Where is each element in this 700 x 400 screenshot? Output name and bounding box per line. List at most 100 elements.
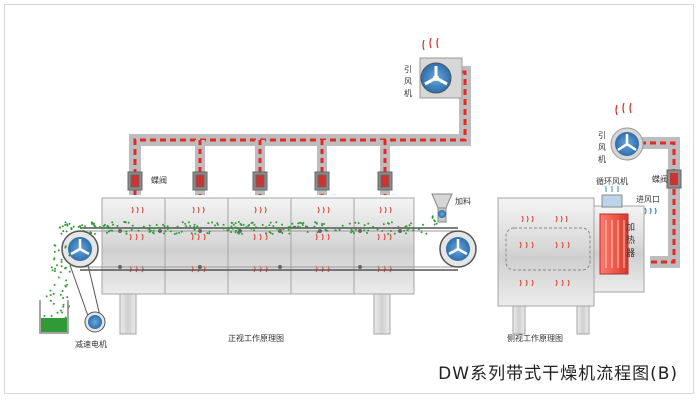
particle — [281, 223, 284, 226]
particle — [238, 227, 241, 230]
particle — [153, 227, 156, 230]
particle — [363, 229, 366, 232]
particle — [175, 232, 178, 235]
particle — [297, 222, 300, 225]
particle — [206, 232, 209, 235]
particle — [351, 230, 354, 233]
falling-particle — [56, 264, 58, 267]
particle — [227, 229, 230, 231]
particle — [78, 225, 81, 228]
particle — [272, 225, 275, 227]
particle — [324, 229, 327, 232]
particle — [355, 228, 357, 231]
particle — [253, 229, 256, 232]
particle — [301, 224, 304, 226]
dryer-body — [101, 197, 415, 335]
falling-particle — [56, 311, 59, 314]
particle — [321, 222, 324, 225]
particle — [276, 227, 278, 230]
particle — [294, 225, 297, 228]
particle — [404, 232, 407, 235]
particle — [155, 223, 158, 226]
particle — [326, 229, 329, 232]
particle — [89, 231, 92, 234]
particle — [231, 227, 234, 230]
particle — [137, 227, 139, 230]
particle — [193, 228, 196, 231]
particle — [389, 230, 392, 232]
falling-particle — [53, 244, 56, 247]
particle — [198, 229, 201, 232]
particle — [102, 224, 105, 227]
falling-particle — [60, 265, 63, 268]
particle — [162, 223, 164, 226]
particle — [152, 232, 155, 235]
particle — [313, 225, 316, 228]
falling-particle — [68, 270, 71, 273]
particle — [81, 224, 84, 227]
particle — [185, 225, 188, 228]
particle — [105, 231, 108, 234]
particle — [238, 231, 241, 234]
particle — [282, 228, 285, 231]
particle — [207, 222, 210, 225]
particle — [372, 225, 374, 228]
front-fan-label: 引风机 — [404, 65, 412, 98]
falling-particle — [59, 293, 62, 296]
heat-waves-front — [129, 206, 392, 273]
side-body — [497, 197, 645, 335]
particle — [137, 229, 140, 232]
particle — [306, 231, 309, 233]
particle — [237, 221, 240, 223]
particle — [166, 225, 169, 228]
falling-particle — [45, 295, 48, 298]
particle — [93, 232, 96, 235]
falling-particle — [65, 279, 68, 282]
falling-particle — [64, 245, 67, 248]
particle — [421, 223, 424, 226]
particle — [118, 230, 121, 233]
particle — [387, 232, 390, 235]
particle — [247, 224, 250, 227]
particle — [323, 223, 325, 225]
falling-particle — [61, 290, 64, 292]
falling-particle — [53, 250, 56, 253]
particle — [64, 223, 67, 226]
particle — [300, 222, 303, 225]
particle — [173, 233, 176, 235]
particle — [431, 216, 434, 219]
particle — [125, 230, 128, 233]
particle — [230, 231, 233, 234]
particle — [407, 227, 410, 230]
particle — [72, 225, 75, 228]
falling-particle — [70, 263, 73, 266]
particle — [231, 222, 234, 224]
particle — [112, 223, 114, 226]
particle — [234, 226, 237, 229]
particle — [178, 231, 181, 234]
falling-particle — [50, 314, 53, 317]
particle — [176, 225, 179, 228]
particle — [390, 221, 393, 224]
particle — [93, 222, 95, 225]
particle — [90, 222, 93, 225]
particle — [403, 229, 406, 232]
particle — [180, 230, 183, 233]
particle — [240, 224, 243, 226]
falling-particle — [52, 292, 55, 295]
particle — [357, 222, 360, 224]
inlet-arrows — [644, 207, 657, 215]
particle — [241, 232, 244, 235]
heater-label: 加热器 — [626, 222, 635, 259]
circulation-fan — [601, 186, 623, 208]
particle — [350, 231, 353, 234]
conveyor-belt — [61, 227, 477, 271]
particle — [417, 228, 420, 231]
particle — [82, 229, 85, 232]
particle — [214, 224, 217, 227]
particle — [234, 222, 237, 225]
falling-particle — [69, 242, 72, 245]
particle — [317, 227, 320, 229]
feed-hopper — [431, 193, 453, 223]
falling-particle — [62, 303, 65, 306]
